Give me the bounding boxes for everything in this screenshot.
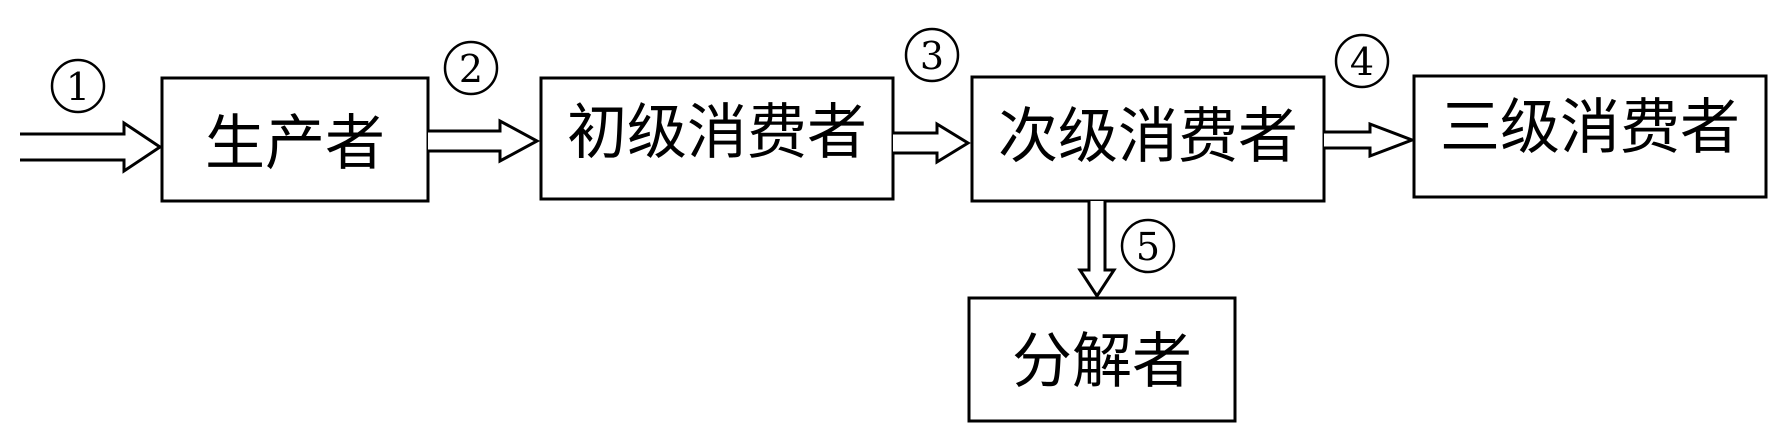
flow-label-2-text: 2 (459, 47, 483, 91)
flow-label-4-text: 4 (1350, 40, 1374, 84)
producer-node: 生产者 (160, 76, 430, 203)
secondary-consumer-box (970, 75, 1326, 203)
input-arrow (20, 120, 163, 174)
flow-label-5-text: 5 (1136, 225, 1160, 269)
primary-consumer-box (539, 76, 895, 201)
flow-label-1: 1 (50, 58, 106, 114)
flow-label-3-circle (904, 27, 960, 83)
flow-label-1-text: 1 (66, 65, 90, 109)
secondary-consumer-label: 次级消费者 (998, 102, 1298, 172)
arrow-producer-to-primary (428, 118, 541, 164)
tertiary-consumer-box (1412, 74, 1768, 199)
decomposer-box (967, 296, 1237, 423)
tertiary-consumer-node: 三级消费者 (1412, 74, 1768, 199)
producer-box (160, 76, 430, 203)
secondary-consumer-node: 次级消费者 (970, 75, 1326, 203)
arrow-secondary-to-tertiary (1324, 121, 1417, 159)
producer-label: 生产者 (205, 109, 385, 179)
flow-label-4: 4 (1334, 33, 1390, 89)
flow-label-1-circle (50, 58, 106, 114)
arrow-secondary-to-decomposer (1077, 201, 1117, 299)
flow-label-3: 3 (904, 27, 960, 83)
flow-label-5-circle (1120, 218, 1176, 274)
flow-label-2-circle (443, 40, 499, 96)
flow-label-2: 2 (443, 40, 499, 96)
flow-label-4-circle (1334, 33, 1390, 89)
primary-consumer-label: 初级消费者 (567, 98, 867, 168)
decomposer-label: 分解者 (1012, 327, 1192, 397)
tertiary-consumer-label: 三级消费者 (1440, 93, 1740, 163)
flow-label-3-text: 3 (920, 34, 944, 78)
arrow-primary-to-secondary (893, 121, 971, 165)
flow-label-5: 5 (1120, 218, 1176, 274)
primary-consumer-node: 初级消费者 (539, 76, 895, 201)
decomposer-node: 分解者 (967, 296, 1237, 423)
